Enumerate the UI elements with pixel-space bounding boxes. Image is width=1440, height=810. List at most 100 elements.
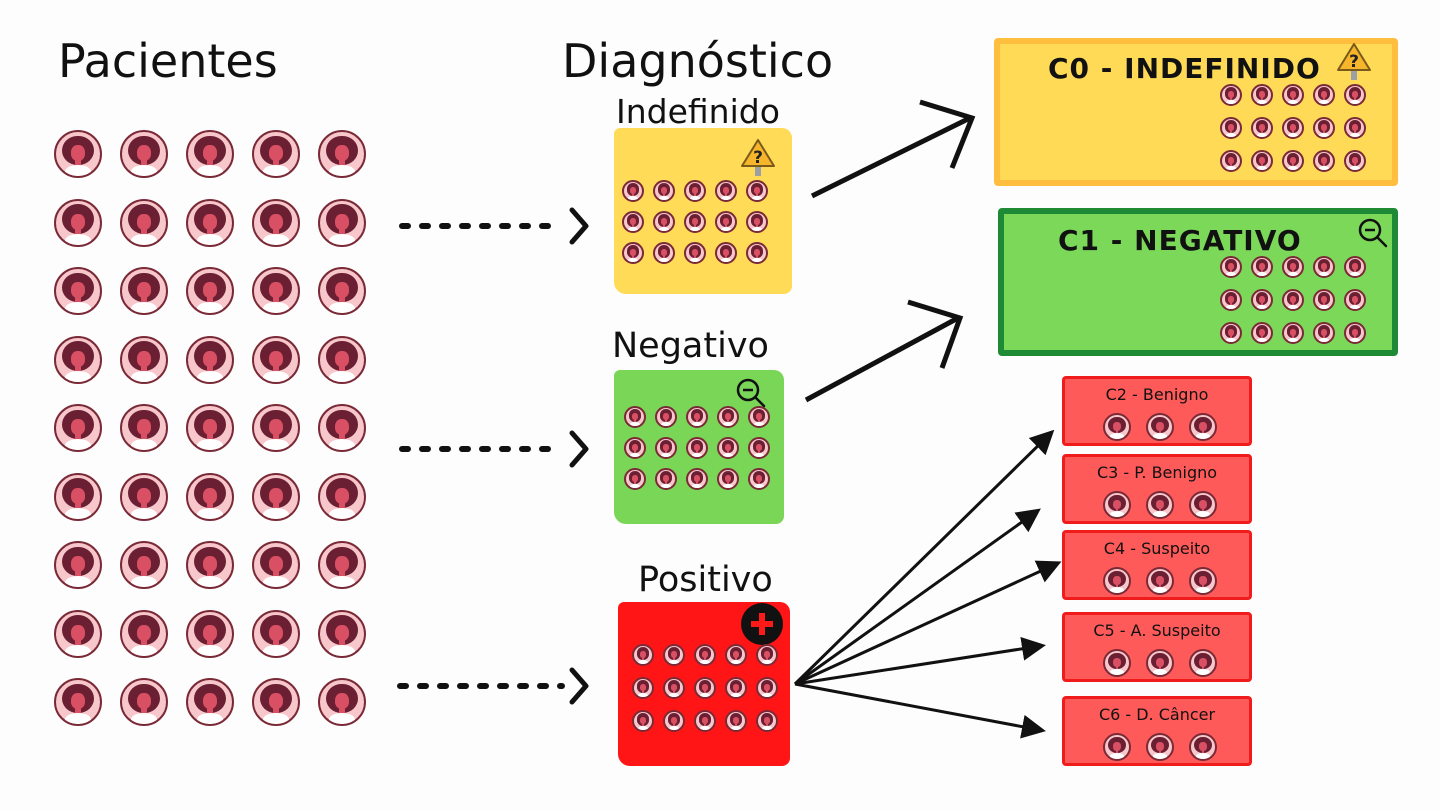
patient-avatar [252,678,300,726]
diagnosis-label-positivo: Positivo [638,560,773,600]
patient-avatar [186,472,234,521]
patient-avatar [120,609,168,658]
patient-avatar [1282,84,1304,106]
patient-group [1220,84,1366,172]
patient-avatar [632,710,654,732]
svg-text:?: ? [1349,52,1359,72]
patient-avatar [318,267,366,315]
category-box-c6: C6 - D. Câncer [1062,696,1252,766]
diagnosis-label-negativo: Negativo [612,326,769,366]
patient-avatar [1251,289,1273,311]
category-box-c3: C3 - P. Benigno [1062,454,1252,524]
patient-avatar [748,437,770,459]
patient-avatar [54,130,102,178]
arrow-to-c3 [794,508,1041,686]
category-box-c1: C1 - NEGATIVO [998,208,1398,356]
patient-avatar [1103,491,1131,519]
patient-avatar [725,644,747,666]
patient-avatar [748,406,770,428]
diagnosis-box-positivo [618,602,790,766]
patient-avatar [622,242,644,264]
plus-circle-icon [740,602,784,650]
patient-avatar [622,180,644,202]
patient-avatar [1282,256,1304,278]
patient-avatar [715,211,737,233]
patient-avatar [725,710,747,732]
patient-avatar [715,180,737,202]
patient-avatar [54,541,102,589]
patient-group [1220,256,1366,344]
patient-avatar [318,335,366,384]
patient-avatar [756,644,778,666]
diagnosis-label-indefinido: Indefinido [616,92,780,131]
arrow-indefinido-to-c0 [810,99,976,199]
patient-avatar [694,644,716,666]
patient-avatar [655,437,677,459]
patient-avatar [624,406,646,428]
patient-avatar [686,437,708,459]
category-label: C4 - Suspeito [1103,539,1211,558]
svg-text:?: ? [753,148,763,168]
patient-avatar [252,472,300,521]
patient-avatar [1103,733,1131,761]
patient-avatar [655,406,677,428]
zoom-out-icon [1356,216,1390,254]
patient-avatar [252,198,300,247]
fan-arrows-positivo [793,429,1062,739]
patient-avatar [717,406,739,428]
patient-avatar [252,335,300,384]
patient-avatar [663,677,685,699]
patient-avatar [1313,117,1335,139]
patient-avatar [717,468,739,490]
patient-group [624,406,770,490]
patient-avatar [663,644,685,666]
patient-avatar [1251,256,1273,278]
patient-avatar [54,267,102,315]
patient-avatar [717,437,739,459]
patient-avatar [1251,117,1273,139]
patient-avatar [1220,289,1242,311]
category-box-c4: C4 - Suspeito [1062,530,1252,600]
patient-avatar [1220,150,1242,172]
patient-avatar [715,242,737,264]
zoom-out-icon [734,376,768,414]
patient-avatar [1189,733,1217,761]
patient-avatar [1220,322,1242,344]
arrow-to-c5 [794,636,1046,686]
patient-avatar [632,677,654,699]
patient-avatar [684,211,706,233]
patient-avatar [1146,567,1174,595]
patient-avatar [756,710,778,732]
patient-avatar [686,406,708,428]
patient-avatar [54,609,102,658]
patient-avatar [252,609,300,658]
patient-avatar [653,242,675,264]
dotted-arrow-indefinido [399,207,589,245]
category-label: C1 - NEGATIVO [1058,224,1302,257]
patient-avatar [54,404,102,452]
patient-avatar [318,678,366,726]
patient-group [1103,413,1217,441]
patient-avatar [1189,413,1217,441]
patient-avatar [120,472,168,521]
patient-avatar [624,437,646,459]
patient-avatar [632,644,654,666]
diagnosis-box-negativo [614,370,784,524]
patient-avatar [1103,567,1131,595]
patient-avatar [1313,84,1335,106]
patient-avatar [318,472,366,521]
patient-avatar [1251,150,1273,172]
patient-avatar [1344,289,1366,311]
dotted-arrow-positivo [397,667,589,705]
patient-avatar [756,677,778,699]
patient-group [1103,649,1217,677]
patient-avatar [186,541,234,589]
warning-question-icon: ? [1336,42,1372,86]
category-box-c5: C5 - A. Suspeito [1062,612,1252,682]
patient-avatar [252,541,300,589]
patient-avatar [1146,491,1174,519]
category-label: C2 - Benigno [1105,385,1209,404]
patient-avatar [622,211,644,233]
patient-avatar [186,198,234,247]
patient-avatar [318,130,366,178]
